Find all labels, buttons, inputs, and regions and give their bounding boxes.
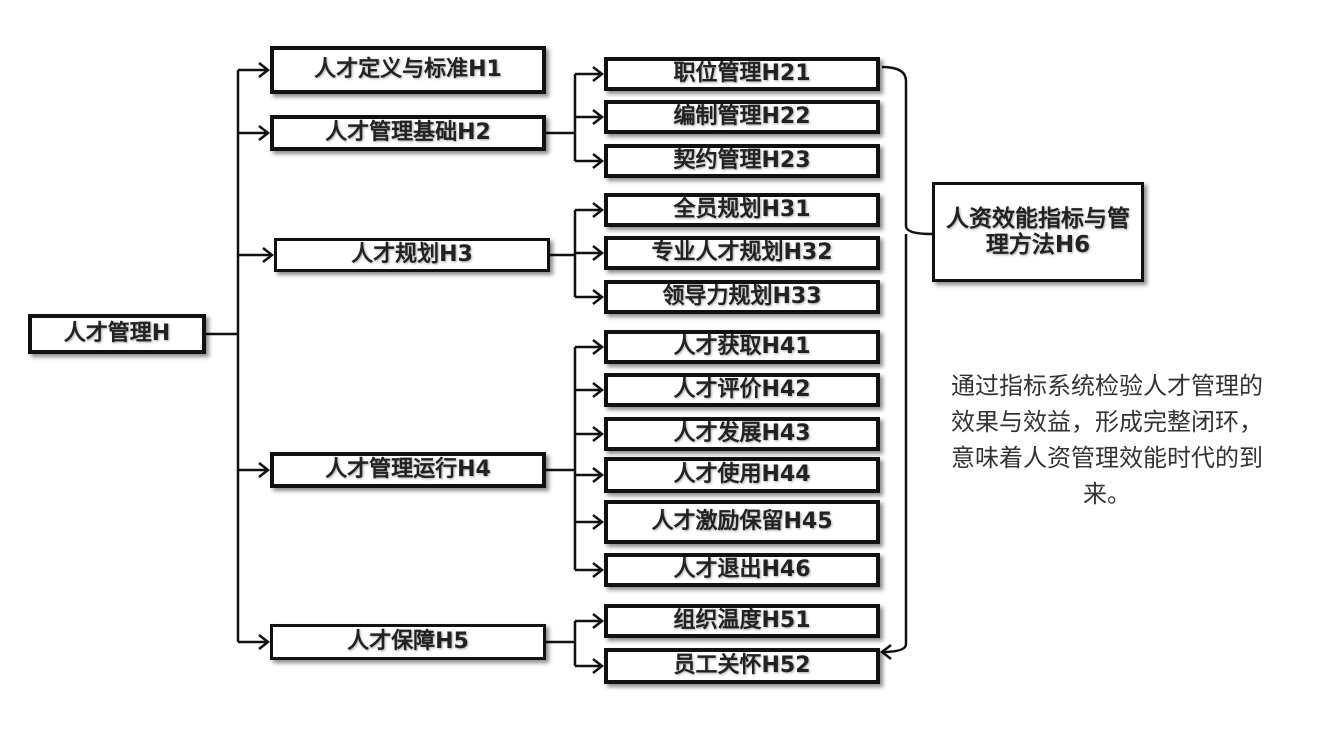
arrowhead-icon bbox=[592, 109, 605, 125]
node-h4-management-operation[interactable]: 人才管理运行H4 bbox=[270, 452, 546, 488]
arrowhead-icon bbox=[592, 562, 605, 578]
root-node-talent-management[interactable]: 人才管理H bbox=[28, 314, 206, 354]
arrowhead-icon bbox=[592, 426, 605, 442]
node-h33-leadership-planning[interactable]: 领导力规划H33 bbox=[604, 280, 880, 314]
arrowhead-icon bbox=[592, 339, 605, 355]
arrowhead-icon bbox=[258, 634, 271, 650]
node-h46-talent-exit[interactable]: 人才退出H46 bbox=[604, 553, 880, 587]
arrowhead-icon bbox=[592, 245, 605, 261]
arrowhead-icon bbox=[262, 247, 275, 263]
feedback-arrowhead-icon bbox=[879, 644, 892, 660]
node-h42-talent-evaluation[interactable]: 人才评价H42 bbox=[604, 373, 880, 407]
arrowhead-icon bbox=[592, 613, 605, 629]
arrowhead-icon bbox=[592, 66, 605, 82]
node-h3-talent-planning[interactable]: 人才规划H3 bbox=[274, 238, 550, 272]
node-h43-talent-development[interactable]: 人才发展H43 bbox=[604, 417, 880, 451]
arrowhead-icon bbox=[592, 382, 605, 398]
node-h41-talent-acquisition[interactable]: 人才获取H41 bbox=[604, 330, 880, 364]
node-h31-all-staff-planning[interactable]: 全员规划H31 bbox=[604, 193, 880, 227]
arrowhead-icon bbox=[592, 289, 605, 305]
node-h1-talent-definition[interactable]: 人才定义与标准H1 bbox=[270, 46, 546, 94]
node-h44-talent-utilization[interactable]: 人才使用H44 bbox=[604, 457, 880, 493]
arrowhead-icon bbox=[592, 467, 605, 483]
node-h22-staffing-management[interactable]: 编制管理H22 bbox=[604, 100, 880, 134]
node-h6-hr-efficiency-metrics[interactable]: 人资效能指标与管理方法H6 bbox=[932, 182, 1144, 282]
arrowhead-icon bbox=[592, 153, 605, 169]
explanatory-note: 通过指标系统检验人才管理的效果与效益，形成完整闭环，意味着人资管理效能时代的到来… bbox=[951, 372, 1263, 508]
feedback-brace-connector bbox=[881, 65, 933, 654]
node-h2-management-foundation[interactable]: 人才管理基础H2 bbox=[270, 115, 546, 151]
node-h21-position-management[interactable]: 职位管理H21 bbox=[604, 57, 880, 91]
arrowhead-icon bbox=[258, 62, 271, 78]
arrowhead-icon bbox=[592, 514, 605, 530]
node-h52-employee-care[interactable]: 员工关怀H52 bbox=[604, 648, 880, 684]
arrowhead-icon bbox=[592, 658, 605, 674]
arrowhead-icon bbox=[592, 202, 605, 218]
node-h45-incentive-retention[interactable]: 人才激励保留H45 bbox=[604, 500, 880, 544]
arrowhead-icon bbox=[258, 462, 271, 478]
node-h32-professional-talent-planning[interactable]: 专业人才规划H32 bbox=[604, 236, 880, 270]
node-h23-contract-management[interactable]: 契约管理H23 bbox=[604, 144, 880, 178]
node-h5-talent-assurance[interactable]: 人才保障H5 bbox=[270, 624, 546, 660]
arrowhead-icon bbox=[258, 125, 271, 141]
node-h51-organization-warmth[interactable]: 组织温度H51 bbox=[604, 604, 880, 638]
